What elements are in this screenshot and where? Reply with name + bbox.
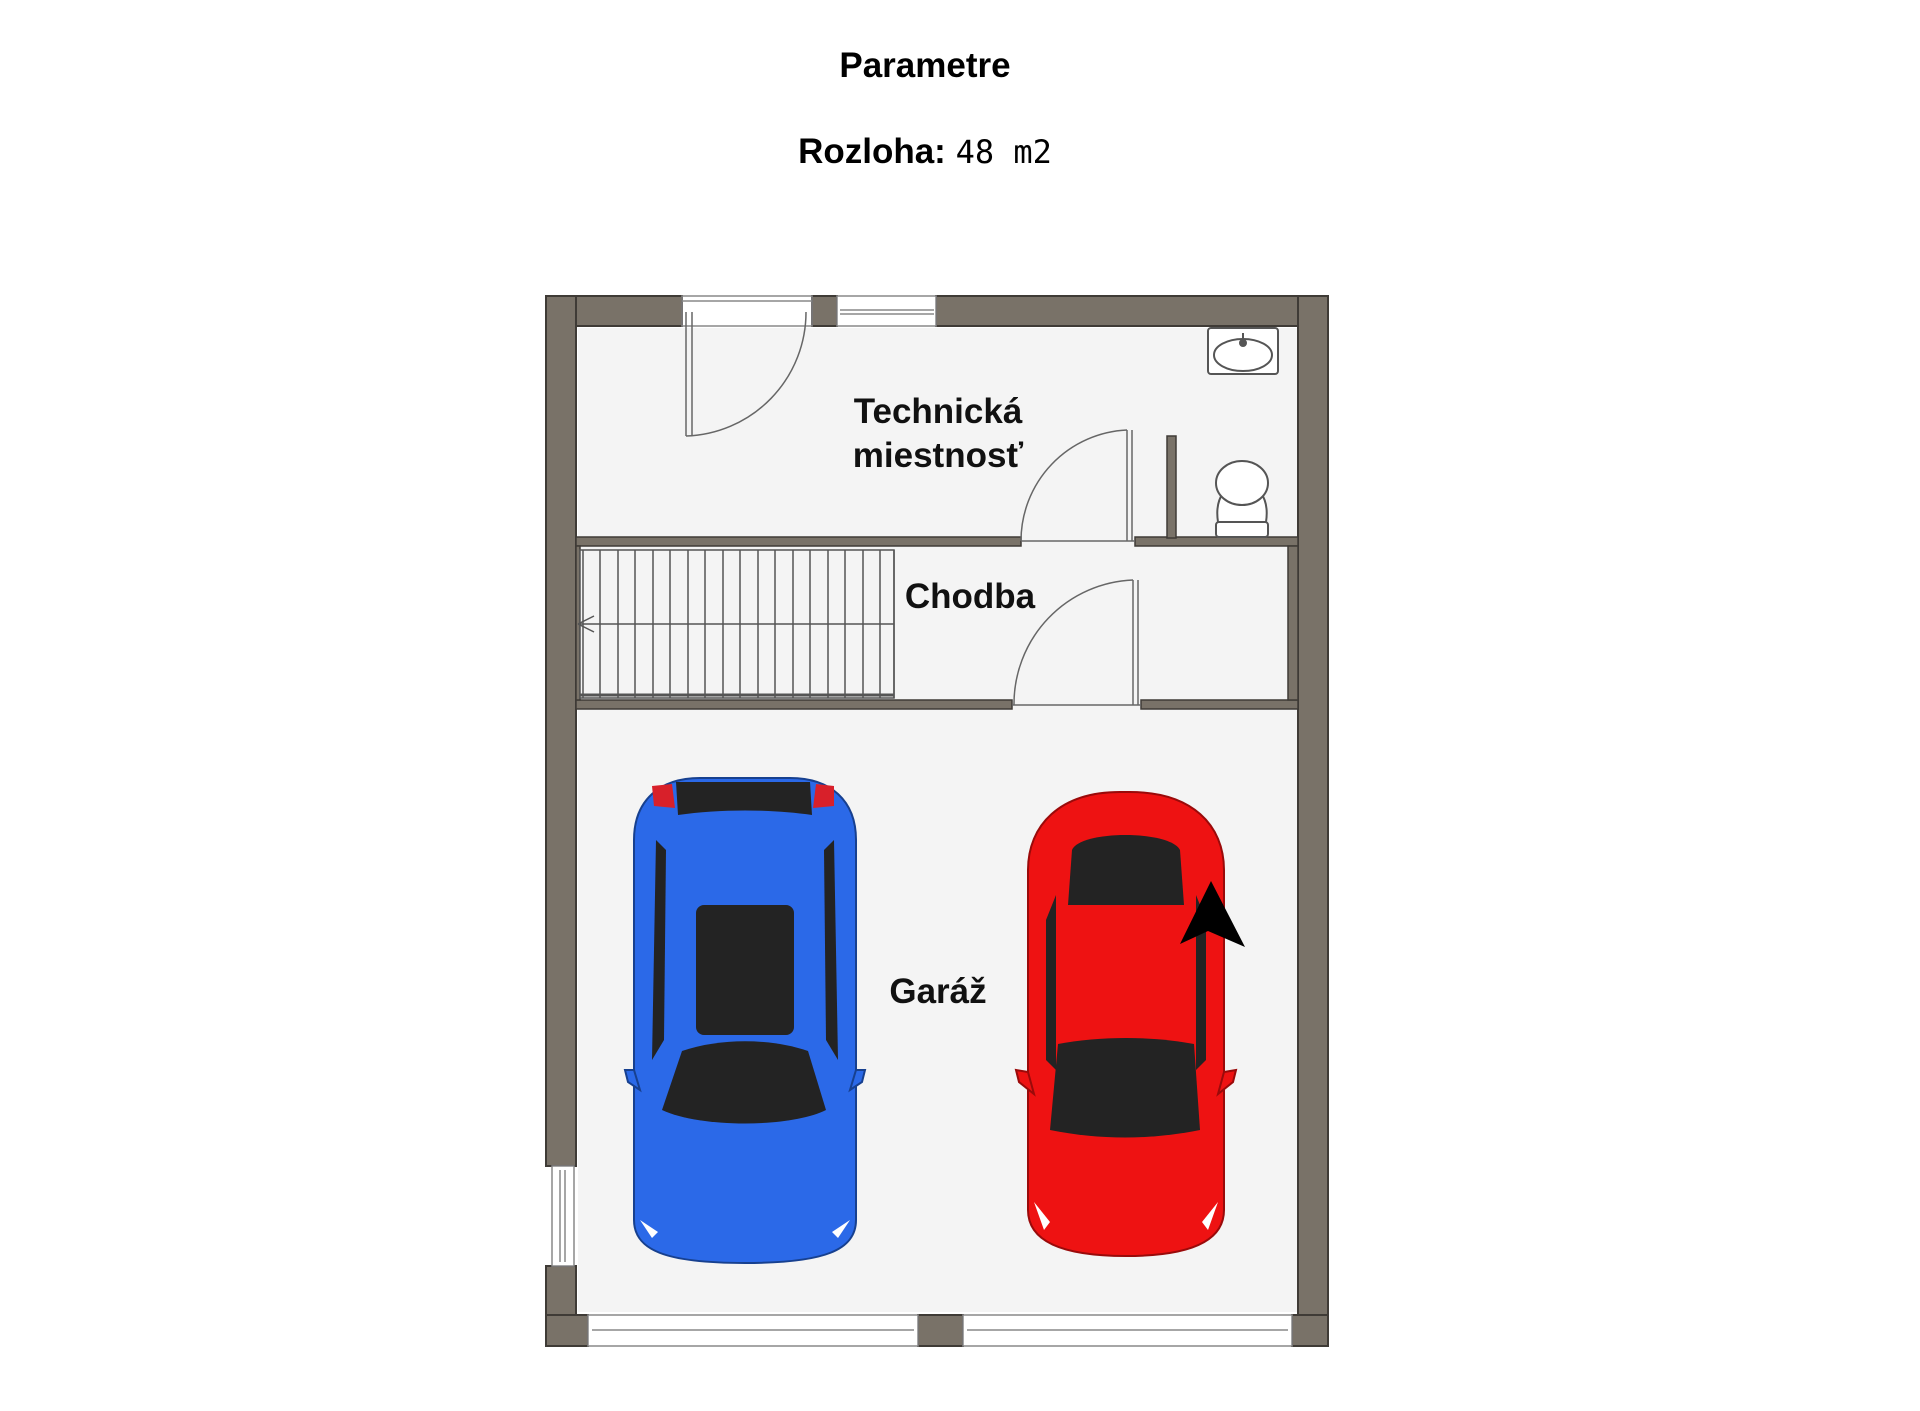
car-left-rear-window bbox=[676, 782, 812, 815]
car-right bbox=[1014, 791, 1238, 1258]
area-line: Rozloha: 48 m2 bbox=[0, 132, 1850, 172]
outer-walls bbox=[545, 295, 1329, 1347]
room-label-technical-line2: miestnosť bbox=[853, 436, 1024, 475]
room-label-hallway: Chodba bbox=[905, 577, 1036, 616]
room-label-technical-line1: Technická bbox=[854, 392, 1023, 431]
toilet-icon bbox=[1215, 460, 1269, 538]
area-label: Rozloha: bbox=[798, 132, 946, 171]
car-left-roof bbox=[696, 905, 794, 1035]
doors bbox=[685, 311, 1141, 706]
stairs-arrow-icon bbox=[577, 615, 595, 633]
car-left bbox=[623, 777, 867, 1265]
area-value: 48 m2 bbox=[955, 133, 1052, 171]
sink-icon bbox=[1207, 327, 1279, 375]
room-label-garage: Garáž bbox=[889, 972, 986, 1011]
compass-north-arrow-icon bbox=[1180, 881, 1245, 947]
stairs bbox=[579, 549, 895, 699]
car-left-windshield bbox=[662, 1041, 826, 1124]
interior-walls bbox=[575, 435, 1299, 710]
page-title: Parametre bbox=[839, 46, 1011, 85]
car-right-body bbox=[1027, 791, 1225, 1258]
car-right-rear-window bbox=[1068, 835, 1184, 905]
windows bbox=[551, 295, 1293, 1347]
car-right-windshield bbox=[1050, 1038, 1200, 1138]
